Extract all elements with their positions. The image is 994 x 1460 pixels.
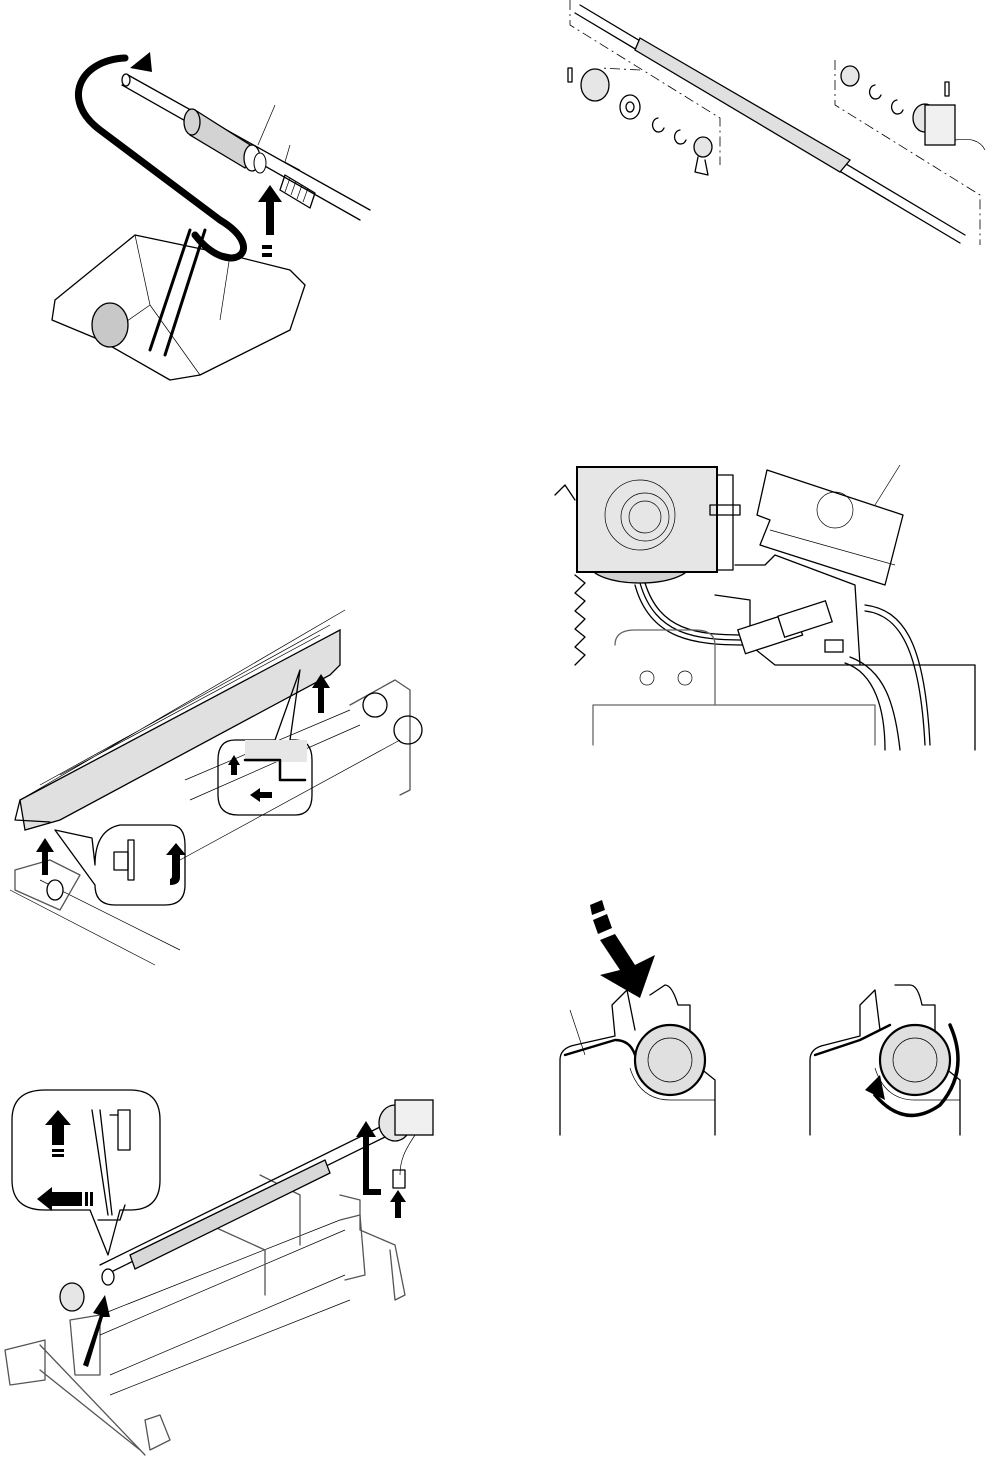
roller-icon <box>633 1023 707 1097</box>
pulley-icon <box>59 1282 85 1312</box>
rotate-arrow-head-icon <box>130 52 152 72</box>
motor-icon <box>576 466 718 573</box>
harness-icon <box>634 582 746 646</box>
up-arrow-icon <box>45 1110 71 1157</box>
up-arrow-icon <box>312 674 330 713</box>
e-ring-icon <box>890 99 904 115</box>
clutch-icon <box>912 81 986 151</box>
motor-connector-illustration <box>554 464 976 751</box>
figure-pickup-roller <box>40 20 400 390</box>
shaft-exploded-illustration <box>567 0 986 245</box>
figure-roller-install <box>559 890 990 1140</box>
sensor-block-icon <box>756 464 904 586</box>
roller-sleeve-icon <box>129 1159 331 1270</box>
up-arrow-icon <box>36 838 54 875</box>
rotate-arrow-icon <box>873 1023 960 1118</box>
bushing-icon <box>101 1268 115 1286</box>
feed-roller-icon <box>91 302 129 348</box>
bushing-icon <box>693 136 713 158</box>
roller-icon <box>878 1023 952 1097</box>
figure-shaft-exploded <box>540 0 986 250</box>
left-arrow-icon <box>250 788 260 802</box>
callout-bubble-icon <box>54 824 186 906</box>
belt-loop-icon <box>75 54 247 262</box>
left-arrow-icon <box>37 1187 93 1211</box>
roller-sleeve-icon <box>634 37 851 173</box>
figure-shaft-removal <box>0 1055 460 1456</box>
callout-bubble-icon <box>11 1089 161 1256</box>
figure-guide-removal <box>0 590 440 970</box>
push-arrow-icon <box>590 900 655 998</box>
pulley-icon <box>580 68 610 102</box>
lift-arrow-icon <box>83 1295 110 1367</box>
clutch-icon <box>378 1099 434 1189</box>
washer-icon <box>619 94 641 120</box>
pulley-icon <box>46 879 64 901</box>
pickup-roller-illustration <box>51 52 371 381</box>
connector-icon <box>736 599 844 655</box>
guide-icon <box>19 628 341 831</box>
shaft-removal-illustration <box>4 1089 434 1456</box>
e-ring-icon <box>651 117 665 133</box>
figure-motor-connector <box>545 445 994 755</box>
lift-arrow-icon <box>258 185 282 257</box>
gear-teeth-icon <box>554 484 586 666</box>
up-arrow-icon <box>356 1121 381 1195</box>
roller-install-illustration <box>559 900 961 1136</box>
up-arrow-icon <box>390 1190 406 1218</box>
bushing-icon <box>840 65 860 87</box>
e-ring-icon <box>673 129 687 145</box>
up-arrow-icon <box>228 755 240 765</box>
guide-removal-illustration <box>9 609 423 966</box>
gear-assembly-icon <box>349 679 423 796</box>
e-ring-icon <box>868 84 882 100</box>
callout-bubble-icon <box>217 669 313 816</box>
harness-icon <box>864 604 931 746</box>
